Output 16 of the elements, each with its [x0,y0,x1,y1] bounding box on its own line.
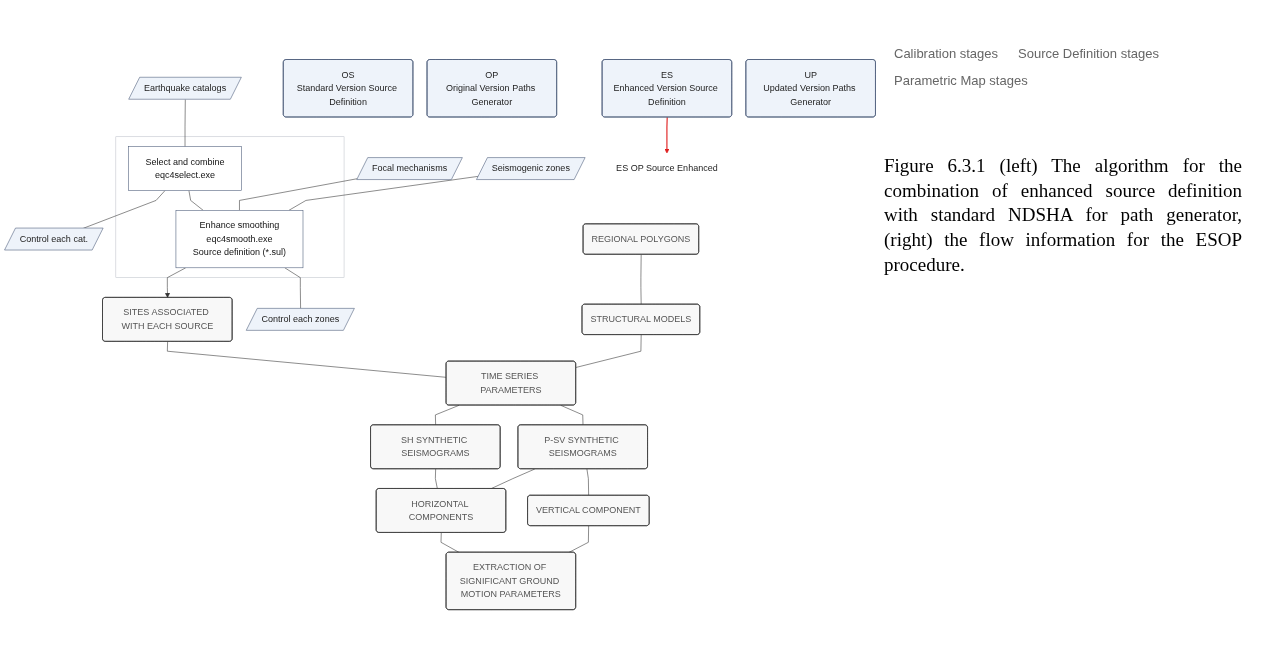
connector [586,469,589,497]
node-box: Enhance smoothing eqc4smooth.exe Source definition (*.sul) [175,210,304,269]
connector [167,341,447,378]
figure-caption: Figure 6.3.1 (left) The algorithm for the combination of enhanced source definition with standard NDSHA for path generator, (right) the flow information for the ESOP procedure. [884,154,1242,277]
node-text: ES OP Source Enhanced [616,163,718,174]
stage-label: Parametric Map stages [894,73,1028,88]
stage-label: Source Definition stages [1018,46,1159,61]
connector [435,469,438,490]
connector [640,254,642,306]
connector [440,532,460,554]
arrow [664,117,670,154]
node-box: Select and combine eqc4select.exe [128,146,242,192]
stage-label: Calibration stages [894,46,999,61]
connector [188,190,204,211]
cluster [115,136,345,279]
connector [575,335,642,369]
